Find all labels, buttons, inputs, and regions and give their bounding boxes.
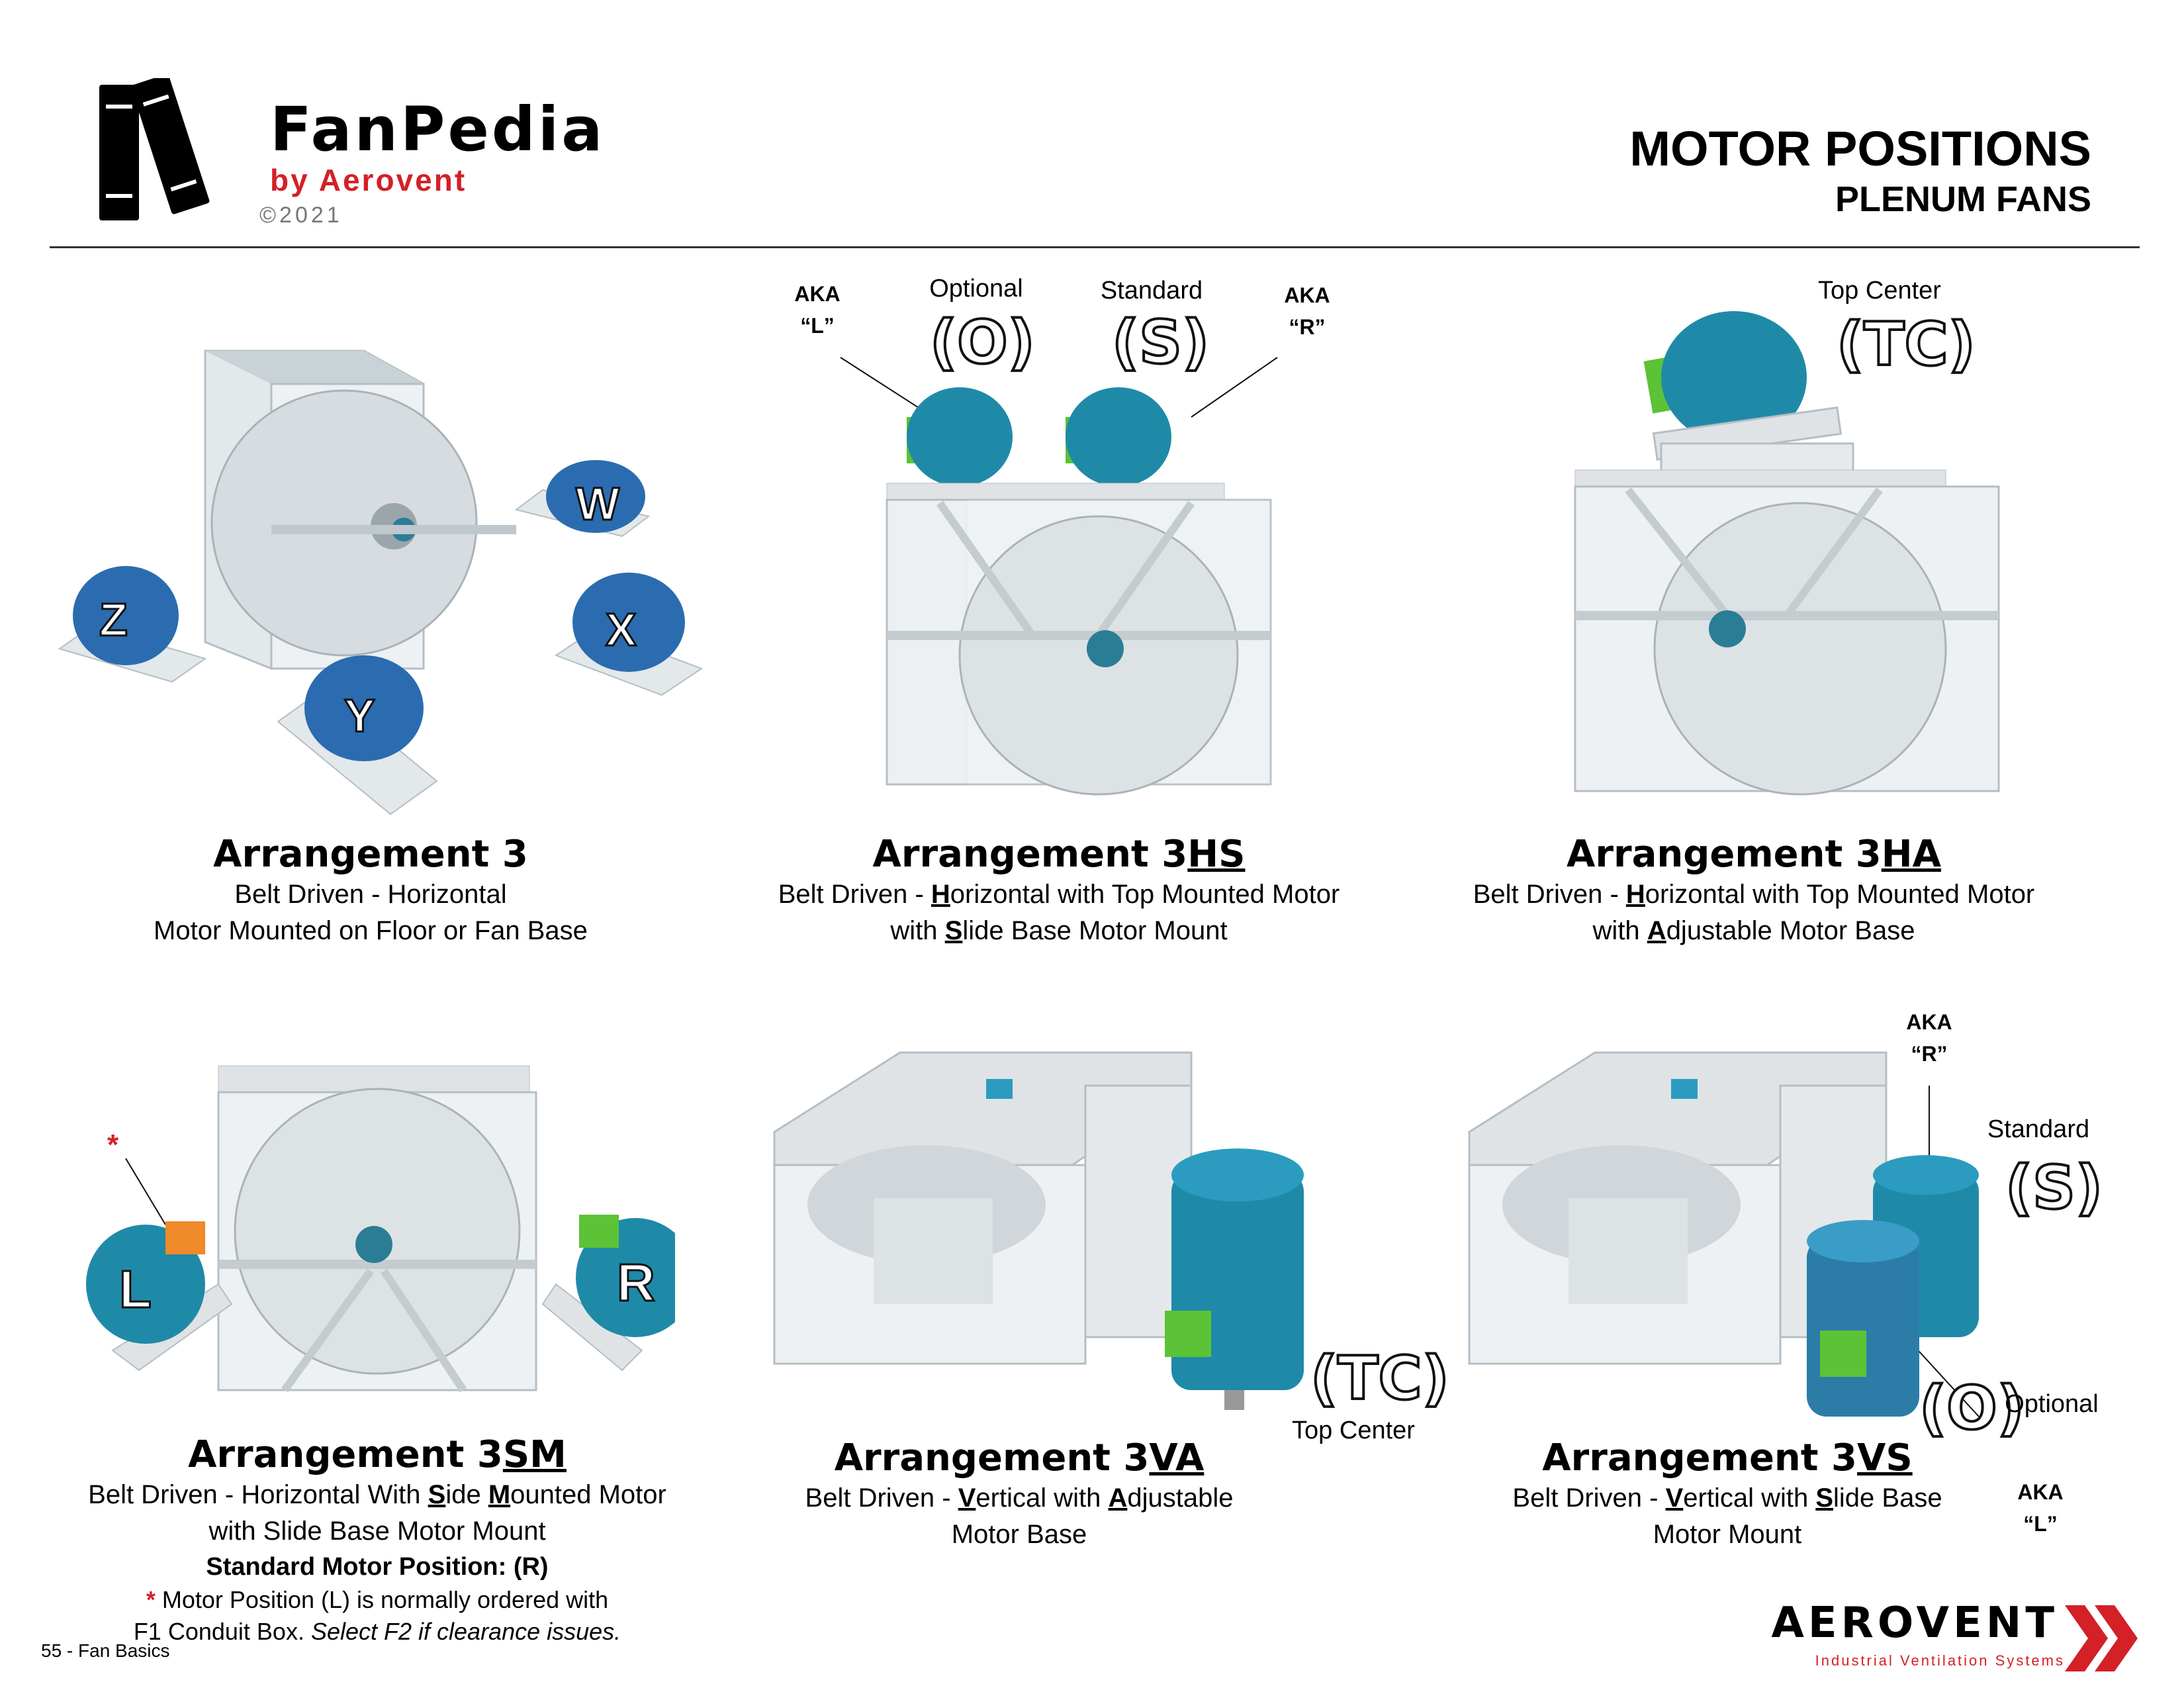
aerovent-tagline: Industrial Ventilation Systems bbox=[1815, 1652, 2065, 1669]
page-title: MOTOR POSITIONS bbox=[1629, 121, 2091, 176]
books-logo-icon bbox=[99, 78, 210, 220]
arr3ha-title: Arrangement 3HA bbox=[1567, 833, 1941, 876]
aerovent-logo: AEROVENT bbox=[1771, 1599, 2058, 1648]
arr3hs-pos-o: (O) bbox=[929, 306, 1036, 379]
arr3vs-standard-label: Standard bbox=[1987, 1115, 2090, 1143]
arr3sm-line2: with Slide Base Motor Mount bbox=[208, 1517, 546, 1546]
motor-x: X bbox=[554, 573, 704, 696]
arr3sm-line1: Belt Driven - Horizontal With Side Mount… bbox=[88, 1480, 666, 1509]
arr3vs-line1: Belt Driven - Vertical with Slide Base bbox=[1512, 1483, 1942, 1513]
arr3-illustration: W Z X Y bbox=[58, 350, 704, 816]
arr3ha-pos-tc: (TC) bbox=[1835, 308, 1977, 381]
arr3vs-aka-bottom: AKA“L” bbox=[2017, 1480, 2064, 1536]
arr3va-line1: Belt Driven - Vertical with Adjustable bbox=[805, 1483, 1234, 1513]
arr3va-caption: Arrangement 3VA Belt Driven - Vertical w… bbox=[728, 1436, 1310, 1553]
arr3hs-standard-label: Standard bbox=[1100, 277, 1203, 305]
arr3hs-optional-label: Optional bbox=[929, 275, 1023, 303]
arr3sm-illustration: L R bbox=[86, 1065, 675, 1393]
page-number: 55 - Fan Basics bbox=[41, 1640, 170, 1661]
arr3hs-caption: Arrangement 3HS Belt Driven - Horizontal… bbox=[728, 833, 1390, 949]
arr3-line2: Motor Mounted on Floor or Fan Base bbox=[154, 916, 588, 945]
arr3vs-aka-top: AKA“R” bbox=[1906, 1010, 1952, 1066]
arr3ha-line2: with Adjustable Motor Base bbox=[1592, 916, 1915, 945]
arr3hs-aka-right: AKA“R” bbox=[1284, 283, 1330, 339]
arr3vs-title: Arrangement 3VS bbox=[1542, 1436, 1913, 1479]
arr3va-pos-tc: (TC) bbox=[1309, 1342, 1451, 1415]
arr3ha-top-center-label: Top Center bbox=[1818, 277, 1941, 305]
arr3ha-illustration bbox=[1574, 311, 2000, 796]
brand-byline: by Aerovent bbox=[270, 163, 467, 197]
arr3-line1: Belt Driven - Horizontal bbox=[234, 880, 507, 909]
motor-y: Y bbox=[277, 655, 438, 816]
arr3sm-asterisk-marker: * bbox=[107, 1129, 119, 1161]
chevron-logo-icon bbox=[2065, 1605, 2138, 1671]
motor-w: W bbox=[514, 460, 651, 538]
arr3hs-illustration bbox=[840, 357, 1278, 796]
arr3-caption: Arrangement 3 Belt Driven - Horizontal M… bbox=[53, 833, 688, 949]
arr3vs-pos-s: (S) bbox=[2004, 1152, 2104, 1224]
arr3vs-caption: Arrangement 3VS Belt Driven - Vertical w… bbox=[1443, 1436, 2012, 1553]
arr3hs-line1: Belt Driven - Horizontal with Top Mounte… bbox=[778, 880, 1340, 909]
arr3va-line2: Motor Base bbox=[951, 1520, 1087, 1549]
arr3hs-title: Arrangement 3HS bbox=[872, 833, 1246, 876]
arr3sm-caption: Arrangement 3SM Belt Driven - Horizontal… bbox=[40, 1433, 715, 1648]
arr3-title: Arrangement 3 bbox=[213, 833, 528, 876]
arr3vs-line2: Motor Mount bbox=[1653, 1520, 1802, 1549]
svg-text:Y: Y bbox=[344, 690, 375, 741]
header-divider bbox=[50, 246, 2140, 248]
arr3sm-note-line2: F1 Conduit Box. Select F2 if clearance i… bbox=[133, 1618, 621, 1645]
arr3vs-illustration bbox=[1468, 1051, 1979, 1417]
arr3va-illustration bbox=[773, 1051, 1304, 1410]
svg-text:W: W bbox=[576, 478, 619, 530]
arr3sm-title: Arrangement 3SM bbox=[188, 1433, 567, 1476]
page-subtitle: PLENUM FANS bbox=[1835, 179, 2091, 219]
svg-text:Z: Z bbox=[99, 594, 128, 645]
arr3va-top-center-label: Top Center bbox=[1292, 1417, 1415, 1444]
brand-title: FanPedia bbox=[270, 94, 606, 165]
arr3hs-line2: with Slide Base Motor Mount bbox=[890, 916, 1228, 945]
copyright: ©2021 bbox=[259, 203, 343, 228]
arr3ha-line1: Belt Driven - Horizontal with Top Mounte… bbox=[1473, 880, 2035, 909]
arr3hs-aka-left: AKA“L” bbox=[794, 282, 841, 338]
svg-text:R: R bbox=[617, 1253, 655, 1312]
arr3sm-standard-position: Standard Motor Position: (R) bbox=[206, 1553, 549, 1581]
arr3sm-note-line1: * Motor Position (L) is normally ordered… bbox=[146, 1586, 609, 1613]
arr3ha-caption: Arrangement 3HA Belt Driven - Horizontal… bbox=[1423, 833, 2085, 949]
arr3vs-pos-o: (O) bbox=[1918, 1372, 2026, 1444]
svg-text:L: L bbox=[119, 1260, 152, 1319]
arr3hs-pos-s: (S) bbox=[1111, 306, 1210, 379]
arr3vs-optional-label: Optional bbox=[2005, 1390, 2099, 1418]
arr3va-title: Arrangement 3VA bbox=[834, 1436, 1205, 1479]
svg-text:X: X bbox=[606, 604, 637, 655]
motor-z: Z bbox=[58, 566, 207, 683]
